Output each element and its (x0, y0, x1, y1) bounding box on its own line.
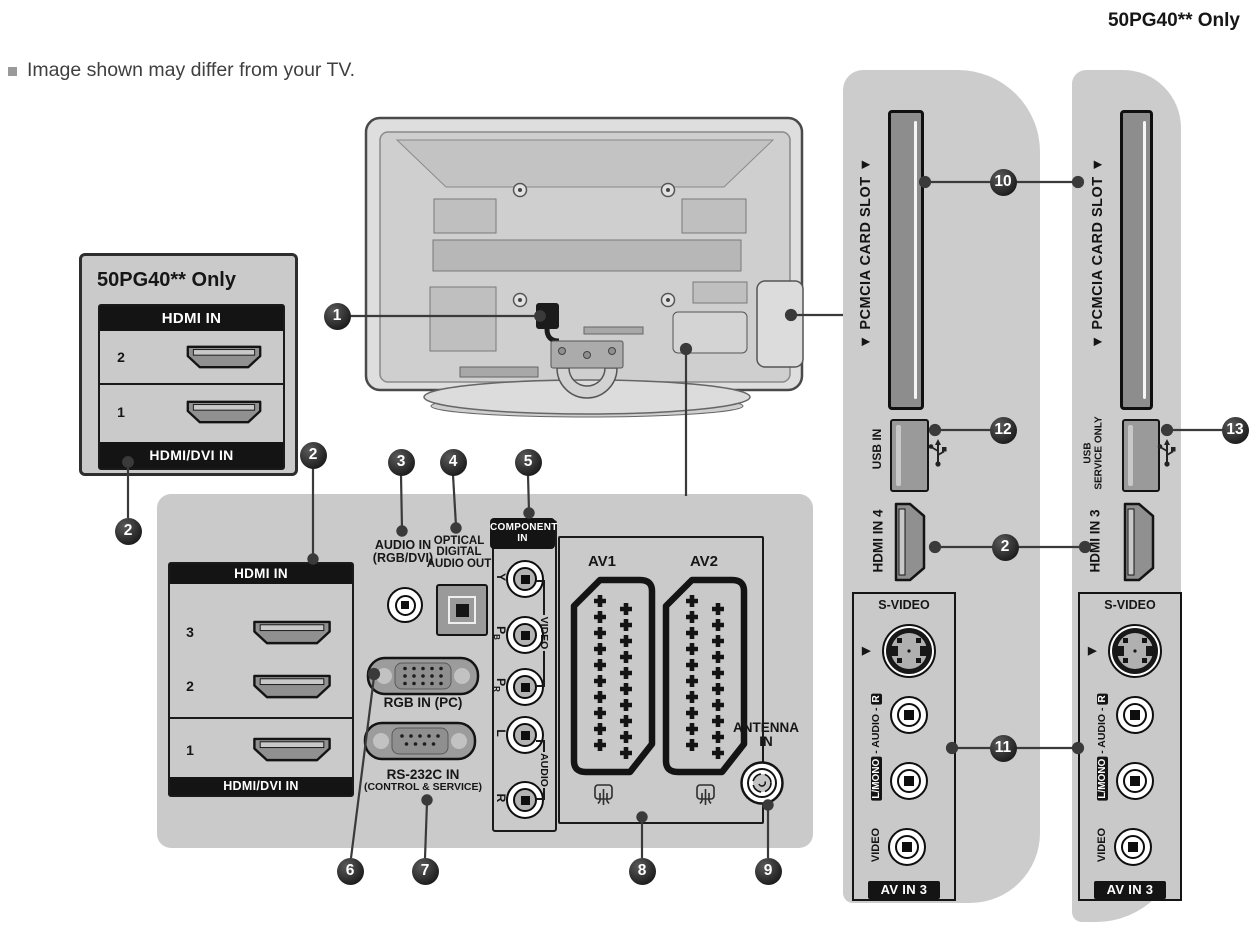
video-jack (1114, 828, 1152, 866)
disclaimer-text: Image shown may differ from your TV. (27, 59, 356, 81)
antenna-in-label: ANTENNA IN (726, 720, 806, 750)
main-port-1-number: 1 (186, 742, 194, 758)
pcmcia-card-slot (1120, 110, 1153, 410)
main-hdmi-header: HDMI IN (170, 564, 352, 584)
component-y-jack (506, 560, 544, 598)
component-pb-jack (506, 616, 544, 654)
rs232c-line2: (CONTROL & SERVICE) (363, 781, 483, 793)
audio-in-label: AUDIO IN (RGB/DVI) (343, 538, 463, 566)
callout-10: 10 (989, 168, 1017, 196)
scart-av2-connector (662, 576, 748, 776)
audio-l-mono-jack (1116, 762, 1154, 800)
av-in-3-label: AV IN 3 (1094, 881, 1166, 899)
rgb-in-pc-port (366, 656, 480, 696)
side-connector-cover (756, 280, 804, 368)
av-in-3-box-left: S-VIDEO ▶ L/MONO - AUDIO - R VIDEO AV IN… (852, 592, 956, 901)
callout-9: 9 (754, 857, 782, 885)
callout-2-inset: 2 (114, 517, 142, 545)
audio-in-line1: AUDIO IN (374, 537, 432, 552)
inset-hdmi-header: HDMI IN (100, 306, 283, 331)
av-in-3-label: AV IN 3 (868, 881, 940, 899)
model-note: 50PG40** Only (1107, 10, 1240, 31)
pcmcia-card-slot (888, 110, 924, 410)
scart-av1-connector (570, 576, 656, 776)
callout-1: 1 (323, 302, 351, 330)
audio-r-jack (890, 696, 928, 734)
audio-l-mono-jack (890, 762, 928, 800)
usb-service-port (1122, 419, 1160, 492)
side-panel-right: ▼ PCMCIA CARD SLOT ▼ USB SERVICE ONLY HD… (1072, 70, 1182, 922)
s-video-label: S-VIDEO (878, 598, 930, 612)
main-port-3-number: 3 (186, 624, 194, 640)
insert-arrow-icon: ▶ (862, 645, 871, 657)
screw-icons (512, 182, 676, 308)
antenna-line1: ANTENNA (733, 719, 799, 735)
av1-label: AV1 (587, 552, 617, 570)
bullet-square-icon (8, 67, 17, 76)
callout-6: 6 (336, 857, 364, 885)
main-hdmi-footer: HDMI/DVI IN (170, 777, 352, 795)
service-panel-plate (672, 311, 748, 354)
callout-12: 12 (989, 416, 1017, 444)
side-panel-left: ▼ PCMCIA CARD SLOT ▼ USB IN HDMI IN 4 S-… (843, 70, 1040, 903)
tv-back-illustration (364, 116, 804, 418)
rgb-in-pc-label: RGB IN (PC) (383, 694, 463, 710)
main-port-2-number: 2 (186, 678, 194, 694)
callout-4: 4 (439, 448, 467, 476)
component-header-line2: IN (517, 533, 528, 544)
rs232c-label: RS-232C IN (CONTROL & SERVICE) (355, 766, 491, 796)
callout-5: 5 (514, 448, 542, 476)
s-video-label: S-VIDEO (1104, 598, 1156, 612)
av2-label: AV2 (689, 552, 719, 570)
audio-r-jack (1116, 696, 1154, 734)
component-in-header: COMPONENT IN (490, 518, 558, 549)
component-header-line1: COMPONENT (490, 522, 558, 533)
power-cord-socket (536, 303, 559, 329)
scart-box: AV1 AV2 (558, 536, 764, 824)
audio-in-jack (387, 587, 423, 623)
optical-label: OPTICAL DIGITAL AUDIO OUT (417, 535, 501, 571)
callout-8: 8 (628, 857, 656, 885)
callout-2-side: 2 (991, 533, 1019, 561)
callout-11: 11 (989, 734, 1017, 762)
inset-port-1-number: 1 (117, 404, 125, 420)
av-in-3-box-right: S-VIDEO ▶ L/MONO - AUDIO - R VIDEO AV IN… (1078, 592, 1182, 901)
inset-divider (100, 383, 283, 385)
optical-line2: DIGITAL (436, 546, 482, 559)
audio-in-line2: (RGB/DVI) (372, 551, 434, 565)
optical-line1: OPTICAL (433, 534, 485, 547)
inset-port-2-number: 2 (117, 349, 125, 365)
insert-arrow-icon: ▶ (1088, 645, 1097, 657)
usb-in-port (890, 419, 929, 492)
rs232c-line1: RS-232C IN (386, 767, 460, 782)
component-pr-jack (506, 668, 544, 706)
callout-3: 3 (387, 448, 415, 476)
main-hdmi-panel: HDMI IN 3 2 1 HDMI/DVI IN (168, 562, 354, 797)
antenna-line2: IN (759, 734, 773, 749)
video-jack (888, 828, 926, 866)
component-l-jack (506, 716, 544, 754)
main-divider (170, 717, 352, 719)
callout-7: 7 (411, 857, 439, 885)
inset-title: 50PG40** Only (97, 269, 236, 291)
callout-2-main: 2 (299, 441, 327, 469)
callout-13: 13 (1221, 416, 1249, 444)
main-connection-panel: HDMI IN 3 2 1 HDMI/DVI IN AUDIO IN (RGB/… (157, 494, 813, 848)
optical-line3: AUDIO OUT (426, 557, 492, 570)
component-r-jack (506, 781, 544, 819)
disclaimer: Image shown may differ from your TV. (8, 59, 548, 82)
optical-audio-out-port (436, 584, 488, 636)
